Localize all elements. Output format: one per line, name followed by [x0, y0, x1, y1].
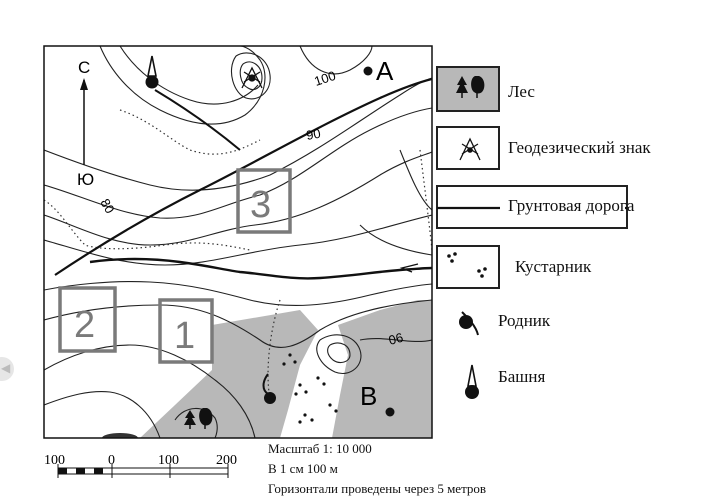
point-a-marker: [363, 66, 373, 76]
legend-shrub-label: Кустарник: [515, 257, 592, 276]
point-b-marker: [385, 407, 395, 417]
dotted-boundaries: [44, 109, 432, 401]
forest-area: [140, 310, 318, 438]
legend-road-label-bg: [500, 190, 625, 224]
scale-contour-interval: Горизонтали проведены через 5 метров: [268, 481, 487, 496]
scale-tick-left: 100: [44, 453, 65, 468]
stream-arrow: [399, 263, 419, 273]
south-label: Ю: [77, 170, 94, 189]
forest-area: [332, 300, 432, 438]
geodetic-sign-icon: [241, 66, 263, 89]
scale-tick-200: 200: [216, 453, 237, 468]
tower-icon: [145, 55, 159, 89]
spring-icon: [262, 373, 276, 404]
contour-label-90: 90: [305, 126, 322, 143]
scale-tick-100: 100: [158, 453, 179, 468]
legend-geodetic-label: Геодезический знак: [508, 138, 651, 157]
legend-tower-icon: [465, 364, 479, 399]
legend-forest-icon: [436, 66, 500, 112]
pond: [102, 433, 138, 438]
legend-road-label: Грунтовая дорога: [508, 196, 635, 215]
shrub-marks: [282, 353, 338, 424]
square-frames: [58, 168, 292, 364]
square-2-label: 2: [74, 304, 95, 346]
dirt-road: [54, 77, 432, 276]
legend-tower-label: Башня: [498, 367, 546, 386]
north-label: С: [78, 58, 90, 77]
stream: [89, 257, 432, 280]
scale-tick-zero: 0: [108, 453, 115, 468]
legend-forest-label: Лес: [508, 82, 535, 101]
scale-title: Масштаб 1: 10 000: [268, 441, 372, 456]
square-1-label: 1: [174, 315, 195, 357]
chevron-left-icon: ◀: [1, 361, 11, 375]
legend-geodetic-icon: [436, 126, 500, 170]
nav-left-button[interactable]: ◀: [0, 357, 14, 381]
legend-shrub-icon: [436, 245, 500, 289]
contour-label-100: 100: [312, 68, 337, 89]
legend-spring-icon: [459, 311, 479, 336]
contour-label-80: 80: [97, 196, 117, 216]
path-to-tower: [154, 89, 241, 151]
point-a-label: A: [376, 56, 394, 86]
north-arrow: [80, 78, 88, 165]
scale-bar: [57, 464, 229, 478]
legend-spring-label: Родник: [498, 311, 551, 330]
contour-label-06: 06: [387, 330, 405, 348]
scale-per-cm: В 1 см 100 м: [268, 461, 338, 476]
map-frame: [43, 45, 433, 439]
square-3-label: 3: [250, 184, 271, 226]
point-b-label: B: [360, 381, 377, 411]
forest-tree-symbol: [184, 408, 213, 429]
